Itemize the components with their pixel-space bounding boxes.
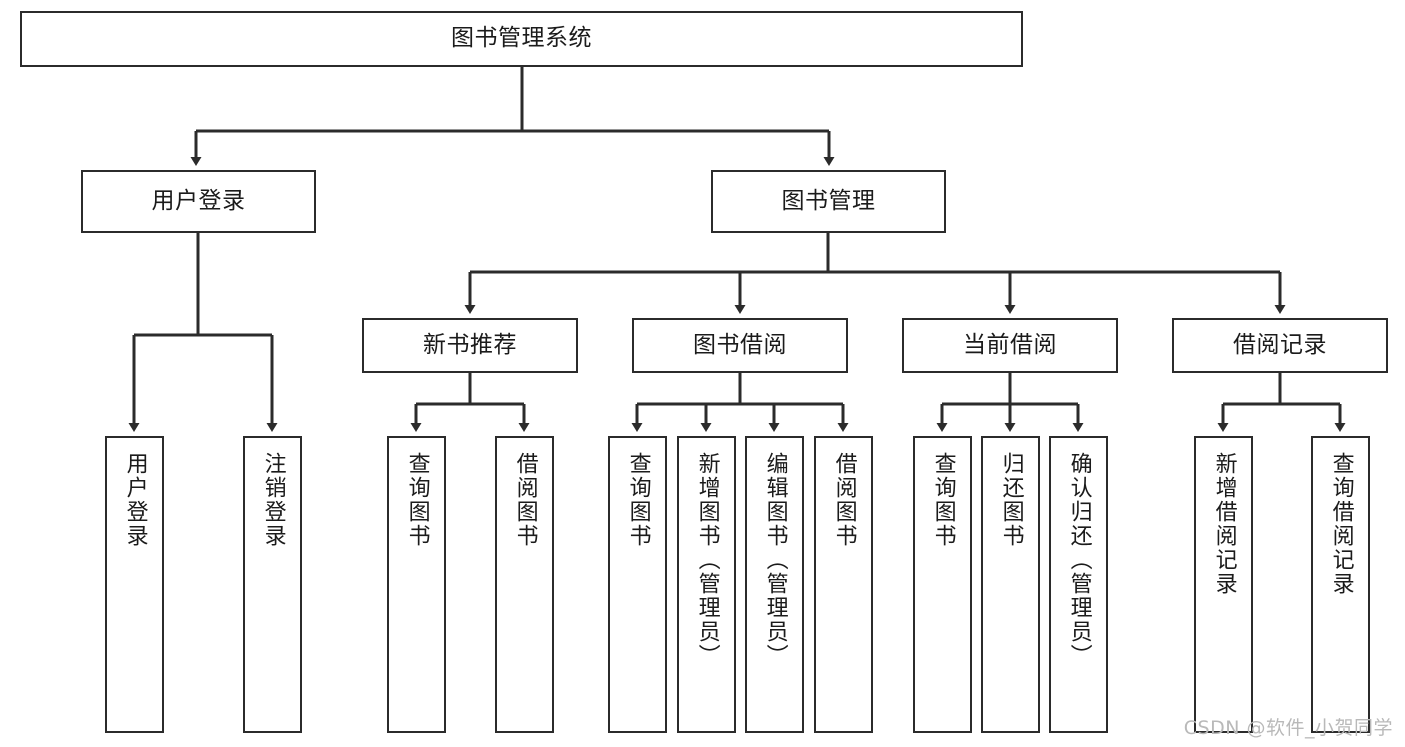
node-label: 查询借阅记录 xyxy=(1328,452,1354,596)
node-label: 图书借阅 xyxy=(693,331,787,358)
node-label: 归还图书 xyxy=(998,452,1024,548)
node-label: 借阅图书 xyxy=(512,452,538,548)
node-label: 编辑图书（管理员） xyxy=(762,452,788,668)
leaf-book-borrow-borrow-book[interactable]: 借阅图书 xyxy=(814,436,873,733)
leaf-current-borrow-query-book[interactable]: 查询图书 xyxy=(913,436,972,733)
leaf-borrow-record-add-record[interactable]: 新增借阅记录 xyxy=(1194,436,1253,733)
leaf-new-book-query-book[interactable]: 查询图书 xyxy=(387,436,446,733)
node-borrow-record[interactable]: 借阅记录 xyxy=(1172,318,1388,373)
leaf-current-borrow-return-book[interactable]: 归还图书 xyxy=(981,436,1040,733)
node-label: 当前借阅 xyxy=(963,331,1057,358)
node-label: 查询图书 xyxy=(930,452,956,548)
node-label: 注销登录 xyxy=(260,452,286,548)
node-label: 新增图书（管理员） xyxy=(694,452,720,668)
node-user-login[interactable]: 用户登录 xyxy=(81,170,316,233)
node-label: 新书推荐 xyxy=(423,331,517,358)
node-label: 新增借阅记录 xyxy=(1211,452,1237,596)
leaf-book-borrow-add-book-admin[interactable]: 新增图书（管理员） xyxy=(677,436,736,733)
leaf-book-borrow-edit-book-admin[interactable]: 编辑图书（管理员） xyxy=(745,436,804,733)
node-current-borrow[interactable]: 当前借阅 xyxy=(902,318,1118,373)
node-label: 图书管理 xyxy=(781,187,876,214)
leaf-user-login-login[interactable]: 用户登录 xyxy=(105,436,164,733)
leaf-borrow-record-query-record[interactable]: 查询借阅记录 xyxy=(1311,436,1370,733)
leaf-book-borrow-query-book[interactable]: 查询图书 xyxy=(608,436,667,733)
node-label: 用户登录 xyxy=(122,452,148,548)
node-label: 借阅图书 xyxy=(831,452,857,548)
leaf-current-borrow-confirm-return-admin[interactable]: 确认归还（管理员） xyxy=(1049,436,1108,733)
node-label: 确认归还（管理员） xyxy=(1066,452,1092,668)
node-root-book-management-system[interactable]: 图书管理系统 xyxy=(20,11,1023,67)
node-label: 图书管理系统 xyxy=(451,25,592,52)
node-book-borrow[interactable]: 图书借阅 xyxy=(632,318,848,373)
node-label: 用户登录 xyxy=(151,187,246,214)
node-label: 查询图书 xyxy=(625,452,651,548)
leaf-user-login-logout[interactable]: 注销登录 xyxy=(243,436,302,733)
node-label: 查询图书 xyxy=(404,452,430,548)
leaf-new-book-borrow-book[interactable]: 借阅图书 xyxy=(495,436,554,733)
node-book-management[interactable]: 图书管理 xyxy=(711,170,946,233)
node-label: 借阅记录 xyxy=(1233,331,1327,358)
node-new-book-recommend[interactable]: 新书推荐 xyxy=(362,318,578,373)
watermark-text: CSDN @软件_小贺同学 xyxy=(1183,717,1393,739)
